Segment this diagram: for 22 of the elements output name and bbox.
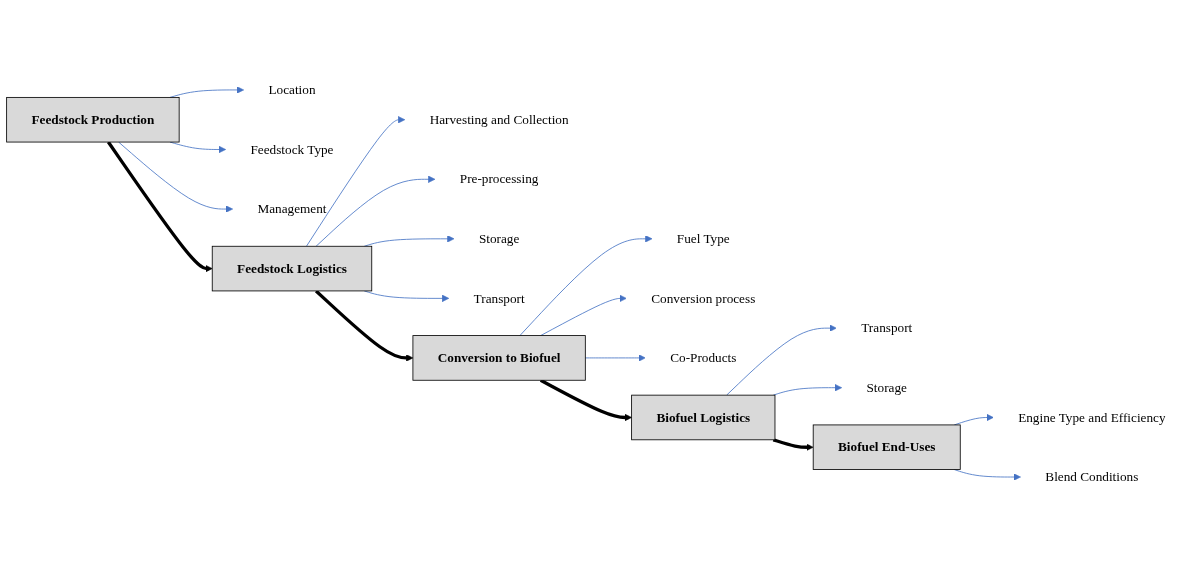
node-box: Biofuel End-Uses [812, 424, 961, 470]
node-box: Feedstock Production [6, 97, 180, 143]
node-text: Blend Conditions [1045, 469, 1139, 484]
node-box: Conversion to Biofuel [412, 335, 586, 381]
node-text: Transport [861, 320, 913, 335]
node-text: Fuel Type [676, 231, 730, 246]
arrow [106, 141, 213, 273]
node-text: Conversion process [651, 290, 756, 305]
arrow [772, 438, 814, 451]
node-text: Management [257, 201, 327, 216]
node-text: Harvesting and Collection [429, 112, 569, 127]
node-text: Feedstock Type [250, 142, 334, 157]
node-text: Transport [473, 290, 525, 305]
node-text: Pre-processing [459, 171, 539, 186]
node-text: Engine Type and Efficiency [1018, 410, 1166, 425]
arrow [314, 289, 414, 362]
node-text: Location [268, 82, 316, 97]
node-box: Biofuel Logistics [631, 394, 776, 441]
node-box: Feedstock Logistics [211, 245, 373, 292]
node-text: Co-Products [670, 350, 737, 365]
node-text: Storage [866, 380, 907, 395]
node-text: Storage [478, 231, 520, 246]
